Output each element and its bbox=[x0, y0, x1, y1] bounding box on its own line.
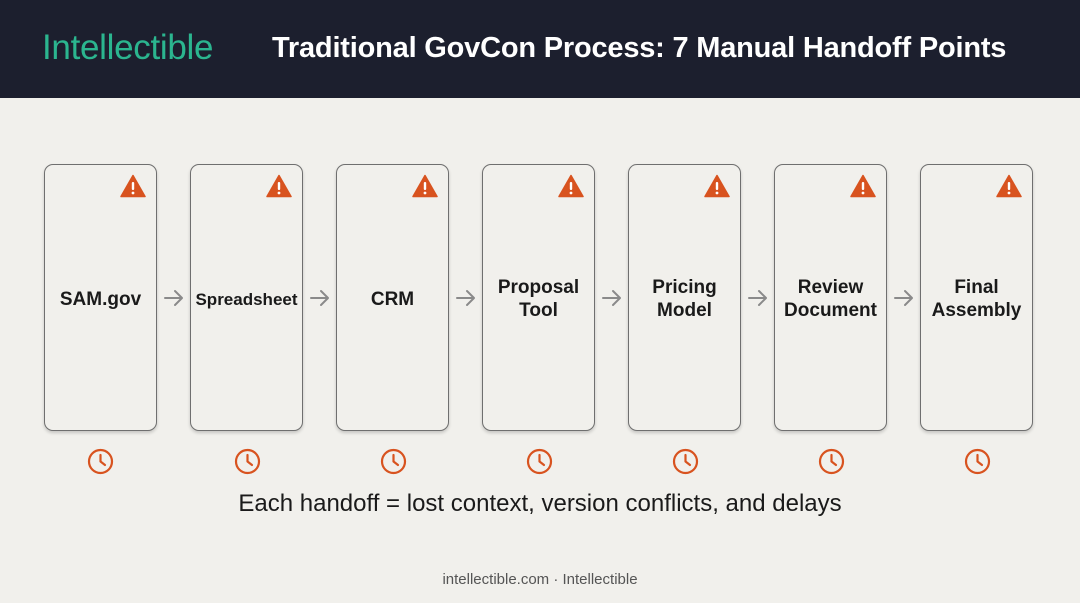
step-label: SAM.gov bbox=[59, 288, 142, 310]
footer-credit: intellectible.com · Intellectible bbox=[442, 571, 638, 588]
process-step-review-document: Review Document bbox=[774, 164, 887, 431]
warning-triangle-icon bbox=[558, 174, 584, 198]
arrow-right-icon bbox=[748, 290, 767, 306]
clock-icon bbox=[964, 448, 991, 475]
clock-icon bbox=[234, 448, 261, 475]
warning-triangle-icon bbox=[704, 174, 730, 198]
arrow-right-icon bbox=[310, 290, 329, 306]
step-label: Spreadsheet bbox=[195, 289, 298, 309]
process-step-pricing-model: Pricing Model bbox=[628, 164, 741, 431]
warning-triangle-icon bbox=[266, 174, 292, 198]
header-bar: Intellectible Traditional GovCon Process… bbox=[0, 0, 1080, 98]
step-label: Proposal Tool bbox=[497, 277, 580, 321]
warning-triangle-icon bbox=[996, 174, 1022, 198]
step-label: Review Document bbox=[784, 277, 877, 321]
arrow-right-icon bbox=[894, 290, 913, 306]
clock-icon bbox=[818, 448, 845, 475]
warning-triangle-icon bbox=[412, 174, 438, 198]
process-step-crm: CRM bbox=[336, 164, 449, 431]
step-label: Final Assembly bbox=[931, 277, 1022, 321]
page-title: Traditional GovCon Process: 7 Manual Han… bbox=[272, 32, 1007, 64]
clock-icon bbox=[672, 448, 699, 475]
arrow-right-icon bbox=[456, 290, 475, 306]
clock-icon bbox=[380, 448, 407, 475]
arrow-right-icon bbox=[164, 290, 183, 306]
clock-icon bbox=[526, 448, 553, 475]
arrow-right-icon bbox=[602, 290, 621, 306]
process-step-final-assembly: Final Assembly bbox=[920, 164, 1033, 431]
step-label: CRM bbox=[370, 288, 415, 310]
process-step-proposal-tool: Proposal Tool bbox=[482, 164, 595, 431]
process-step-spreadsheet: Spreadsheet bbox=[190, 164, 303, 431]
warning-triangle-icon bbox=[850, 174, 876, 198]
process-step-sam-gov: SAM.gov bbox=[44, 164, 157, 431]
clock-icon bbox=[87, 448, 114, 475]
warning-triangle-icon bbox=[120, 174, 146, 198]
logo: Intellectible bbox=[42, 28, 214, 67]
caption: Each handoff = lost context, version con… bbox=[238, 490, 842, 517]
step-label: Pricing Model bbox=[652, 277, 717, 321]
